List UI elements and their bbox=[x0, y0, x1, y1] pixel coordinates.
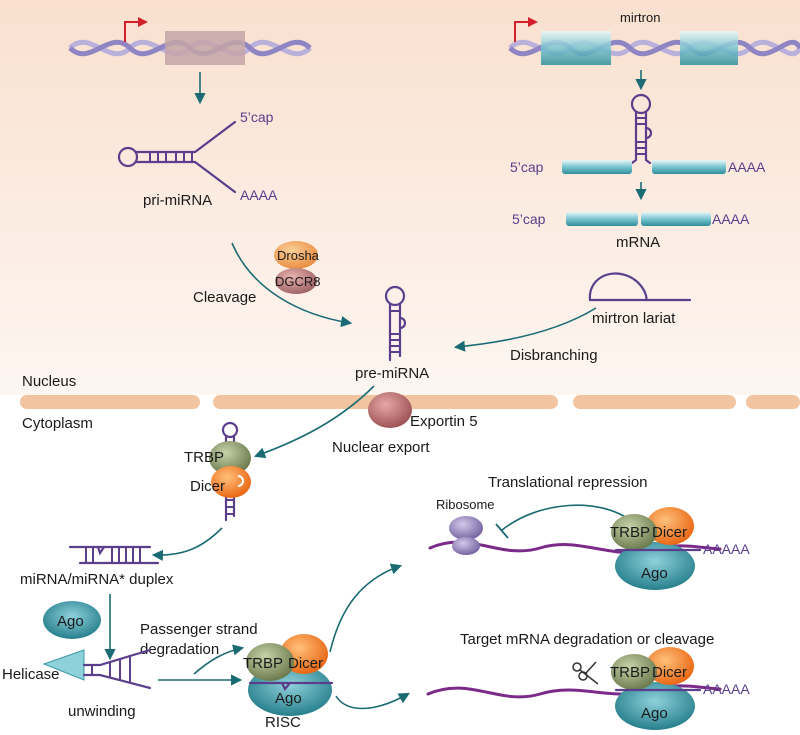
mirna-duplex bbox=[68, 545, 160, 565]
dicer-deg-label: Dicer bbox=[652, 664, 687, 681]
pri-cap-label: 5’cap bbox=[240, 109, 274, 125]
arrow-to-degradation bbox=[335, 692, 410, 710]
trbp-tr-label: TRBP bbox=[610, 524, 650, 541]
dicer-processing bbox=[209, 421, 251, 522]
dgcr8-protein bbox=[275, 268, 317, 294]
risc-degradation-complex bbox=[611, 647, 702, 730]
ago-protein-free bbox=[43, 601, 101, 639]
mirtron-polya-label: AAAA bbox=[728, 159, 766, 175]
ago-tr-label: Ago bbox=[641, 565, 668, 582]
pri-mirna-label: pri-miRNA bbox=[143, 192, 212, 209]
arrow-passenger bbox=[193, 644, 245, 675]
promoter-arrow-icon-2 bbox=[514, 17, 538, 42]
arrow-cleavage bbox=[231, 242, 353, 328]
passenger-label-1: Passenger strand bbox=[140, 621, 258, 638]
mirtron-cap-label: 5’cap bbox=[510, 159, 544, 175]
drosha-protein bbox=[274, 241, 318, 269]
duplex-label: miRNA/miRNA* duplex bbox=[20, 571, 174, 588]
dicer-tr-label: Dicer bbox=[652, 524, 687, 541]
trbp-deg-label: TRBP bbox=[610, 664, 650, 681]
ago-free-label: Ago bbox=[57, 613, 84, 630]
passenger-label-2: degradation bbox=[140, 641, 219, 658]
pri-polya-label: AAAA bbox=[240, 187, 278, 203]
trbp-label-1: TRBP bbox=[184, 449, 224, 466]
risc-label: RISC bbox=[265, 714, 301, 731]
dna-helix-gene bbox=[68, 31, 312, 65]
trbp-risc-label: TRBP bbox=[243, 655, 283, 672]
scissors-icon bbox=[572, 661, 599, 685]
translational-repression-label: Translational repression bbox=[488, 474, 648, 491]
dna-helix-mirtron bbox=[508, 31, 800, 65]
cytoplasm-label: Cytoplasm bbox=[22, 415, 93, 432]
mrna-polya-label: AAAA bbox=[712, 211, 750, 227]
risc-repression-complex bbox=[611, 507, 702, 590]
target-degradation-label: Target mRNA degradation or cleavage bbox=[460, 631, 714, 648]
mrna-strand-degradation bbox=[426, 684, 722, 699]
unwinding-duplex bbox=[82, 648, 152, 690]
disbranching-label: Disbranching bbox=[510, 347, 598, 364]
mrna-label: mRNA bbox=[616, 234, 660, 251]
arrow-to-repression bbox=[329, 563, 403, 653]
ago-risc-label: Ago bbox=[275, 690, 302, 707]
unwinding-label: unwinding bbox=[68, 703, 136, 720]
inhibition-line bbox=[501, 504, 631, 531]
ago-deg-label: Ago bbox=[641, 705, 668, 722]
pre-mirna-label: pre-miRNA bbox=[355, 365, 429, 382]
promoter-arrow-icon bbox=[124, 17, 148, 42]
risc-complex bbox=[246, 634, 334, 716]
polya-deg-label: AAAAA bbox=[703, 681, 750, 697]
ribosome-protein bbox=[449, 516, 483, 555]
helicase-label: Helicase bbox=[2, 666, 60, 683]
pri-mirna-structure bbox=[117, 120, 237, 194]
inhibition-bar bbox=[495, 523, 509, 539]
dicer-label-1: Dicer bbox=[190, 478, 225, 495]
ribosome-label: Ribosome bbox=[436, 497, 495, 512]
mrna-cap-label: 5’cap bbox=[512, 211, 546, 227]
arrow-dicing bbox=[151, 527, 223, 561]
exportin5-label: Exportin 5 bbox=[410, 413, 478, 430]
cleavage-label: Cleavage bbox=[193, 289, 256, 306]
pre-mirna-hairpin bbox=[384, 285, 407, 362]
mrna-strand-repression bbox=[428, 540, 722, 554]
mirtron-lariat-label: mirtron lariat bbox=[592, 310, 676, 327]
dicer-risc-label: Dicer bbox=[288, 655, 323, 672]
nucleus-label: Nucleus bbox=[22, 373, 76, 390]
dgcr8-label: DGCR8 bbox=[275, 274, 321, 289]
drosha-label: Drosha bbox=[277, 248, 320, 263]
mirtron-label: mirtron bbox=[620, 10, 660, 25]
arrow-disbranching bbox=[453, 307, 597, 352]
mirtron-precursor bbox=[562, 93, 726, 174]
arrow-nuclear-export bbox=[253, 385, 375, 459]
polya-tr-label: AAAAA bbox=[703, 541, 750, 557]
exportin5-protein bbox=[368, 392, 412, 428]
nuclear-export-label: Nuclear export bbox=[332, 439, 430, 456]
mrna-exons bbox=[566, 212, 711, 226]
mirtron-lariat-structure bbox=[588, 272, 692, 302]
